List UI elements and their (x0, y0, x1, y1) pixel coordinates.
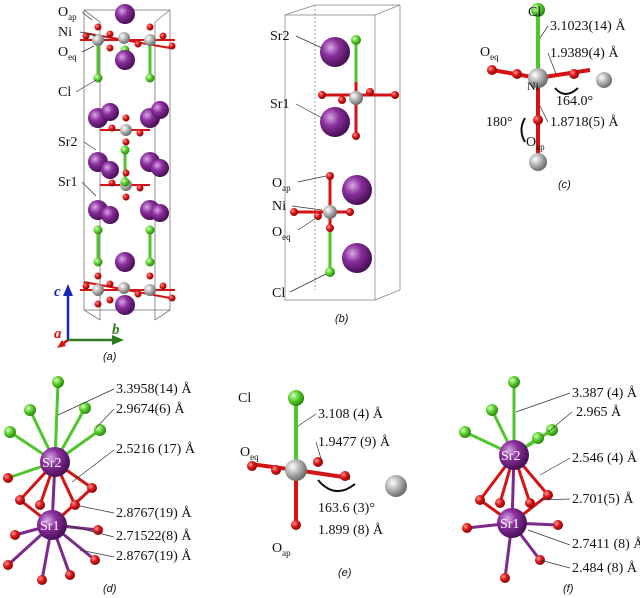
panel-d: Sr2 Sr1 3.3958(14) Å 2.9674(6) Å 2.5216 … (3, 376, 196, 595)
svg-text:Oeq: Oeq (240, 445, 259, 462)
panel-c-atoms (487, 3, 612, 171)
d-dist-1: 3.3958(14) Å (116, 381, 192, 397)
panel-f-atoms (459, 376, 563, 583)
caption-e: (e) (338, 567, 352, 579)
svg-text:Oap: Oap (526, 135, 545, 152)
panel-b-cell (284, 4, 401, 301)
d-dist-5: 2.71522(8) Å (116, 528, 192, 544)
label-sr2-f: Sr2 (501, 449, 520, 464)
f-dist-3: 2.546 (4) Å (572, 450, 638, 466)
e-ni-cl: 3.108 (4) Å (318, 406, 384, 422)
d-dist-6: 2.8767(19) Å (116, 548, 192, 564)
svg-text:Oap: Oap (58, 5, 77, 22)
label-sr1-d: Sr1 (40, 519, 59, 534)
c-ni-oap: 1.8718(5) Å (550, 114, 619, 130)
d-dist-3: 2.5216 (17) Å (116, 441, 196, 457)
label-sr1-b: Sr1 (270, 97, 289, 112)
svg-text:Oeq: Oeq (480, 45, 499, 62)
panel-c-labels: Cl Oeq Ni Oap 3.1023(14) Å 1.9389(4) Å 1… (480, 5, 626, 152)
label-cl-a: Cl (58, 85, 71, 100)
e-ni-oap: 1.899 (8) Å (318, 522, 384, 538)
label-ni-a: Ni (58, 25, 72, 40)
panel-a-nio-layer-top (80, 23, 176, 52)
f-dist-4: 2.701(5) Å (572, 491, 634, 507)
e-ni-oeq: 1.9477 (9) Å (318, 434, 391, 450)
panel-a-nio-layer-mid2 (100, 169, 150, 201)
c-ni-cl: 3.1023(14) Å (550, 18, 626, 34)
f-dist-1: 3.387 (4) Å (572, 385, 638, 401)
c-angle-ap: 180° (486, 115, 513, 130)
label-sr2-d: Sr2 (42, 456, 61, 471)
panel-b-atoms (290, 35, 399, 277)
panel-f-bonds (464, 382, 559, 579)
label-cl-e: Cl (238, 391, 251, 406)
axis-b-label: b (112, 322, 120, 338)
panel-b: Sr2 Sr1 Oap Ni Oeq Cl (b) (270, 4, 401, 325)
panel-a-sr-atoms (88, 4, 169, 315)
label-cl-c: Cl (528, 5, 541, 20)
caption-a: (a) (103, 351, 117, 363)
f-dist-5: 2.7411 (8) Å (572, 536, 640, 552)
caption-c: (c) (558, 179, 571, 191)
axis-c-label: c (54, 284, 61, 300)
panel-a-nio-layer-bottom (80, 272, 176, 308)
d-dist-4: 2.8767(19) Å (116, 505, 192, 521)
panel-e-atoms (247, 390, 407, 530)
svg-text:Oap: Oap (272, 541, 291, 558)
label-sr2-a: Sr2 (58, 135, 77, 150)
panel-e-labels: Cl Oeq Oap 3.108 (4) Å 1.9477 (9) Å 163.… (238, 391, 391, 558)
label-ni-b: Ni (272, 199, 286, 214)
panel-e: Cl Oeq Oap 3.108 (4) Å 1.9477 (9) Å 163.… (238, 390, 407, 579)
axis-a-label: a (54, 326, 62, 342)
panel-d-atoms (3, 376, 106, 585)
panel-c-angle-arcs (520, 87, 579, 143)
caption-b: (b) (335, 313, 349, 325)
panel-a-cl-bonds (96, 45, 152, 262)
c-angle-eq: 164.0° (556, 94, 593, 109)
panel-e-angle-arc (317, 479, 356, 492)
svg-text:Oap: Oap (272, 176, 291, 193)
label-sr1-a: Sr1 (58, 175, 77, 190)
panel-a-labels: Oap Ni Oeq Cl Sr2 Sr1 (58, 5, 97, 197)
panel-f: Sr2 Sr1 3.387 (4) Å 2.965 Å 2.546 (4) Å … (459, 376, 640, 595)
panel-a: c b a Oap Ni Oeq Cl Sr2 Sr1 (a) (54, 4, 176, 363)
panel-a-nio-layer-mid1 (100, 114, 150, 146)
d-dist-2: 2.9674(6) Å (116, 401, 185, 417)
panel-f-labels: Sr2 Sr1 3.387 (4) Å 2.965 Å 2.546 (4) Å … (500, 385, 640, 576)
label-cl-b: Cl (272, 286, 285, 301)
caption-d: (d) (103, 583, 117, 595)
panel-b-bonds (292, 40, 395, 272)
caption-f: (f) (563, 583, 574, 595)
label-ni-c: Ni (527, 79, 540, 93)
f-dist-2: 2.965 Å (576, 404, 622, 420)
c-ni-oeq: 1.9389(4) Å (550, 45, 619, 61)
panel-b-labels: Sr2 Sr1 Oap Ni Oeq Cl (270, 29, 327, 301)
e-angle: 163.6 (3)° (318, 501, 375, 516)
panel-a-axes: c b a (54, 284, 124, 348)
svg-text:Oeq: Oeq (58, 45, 77, 62)
label-sr2-b: Sr2 (270, 29, 289, 44)
panel-d-labels: Sr2 Sr1 3.3958(14) Å 2.9674(6) Å 2.5216 … (40, 381, 196, 564)
f-dist-6: 2.484 (8) Å (572, 560, 638, 576)
panel-c: Cl Oeq Ni Oap 3.1023(14) Å 1.9389(4) Å 1… (480, 3, 626, 191)
svg-text:Oeq: Oeq (272, 225, 291, 242)
label-sr1-f: Sr1 (500, 517, 519, 532)
